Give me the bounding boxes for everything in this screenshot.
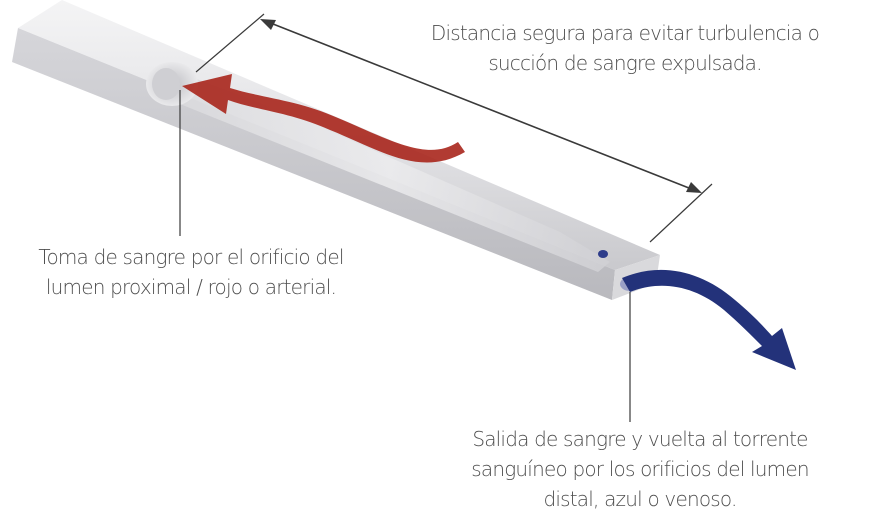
distance-extension-right — [649, 183, 713, 243]
proximal-opening-rim — [152, 68, 180, 100]
side-hole — [598, 250, 608, 258]
venous-flow-arrow — [622, 269, 796, 370]
distance-arrowhead-start — [260, 19, 276, 30]
catheter-channel — [170, 72, 610, 272]
distance-extension-left — [195, 13, 265, 73]
return-label-line2: sanguíneo por los orificios del lumen — [471, 457, 809, 481]
return-label-line3: distal, azul o venoso. — [543, 487, 737, 511]
arterial-flow-arrow — [182, 74, 465, 163]
distance-label-line1: Distancia segura para evitar turbulencia… — [430, 21, 820, 45]
intake-label-line1: Toma de sangre por el orificio del — [38, 245, 344, 269]
distance-dimension-line — [267, 21, 695, 191]
intake-label-line2: lumen proximal / rojo o arterial. — [45, 275, 337, 299]
return-label: Salida de sangre y vuelta al torrente sa… — [430, 424, 850, 514]
intake-label: Toma de sangre por el orificio del lumen… — [6, 242, 376, 302]
return-label-line1: Salida de sangre y vuelta al torrente — [472, 427, 808, 451]
distance-label-line2: succión de sangre expulsada. — [488, 51, 762, 75]
distance-arrowhead-end — [686, 182, 702, 193]
distance-label: Distancia segura para evitar turbulencia… — [380, 18, 870, 78]
